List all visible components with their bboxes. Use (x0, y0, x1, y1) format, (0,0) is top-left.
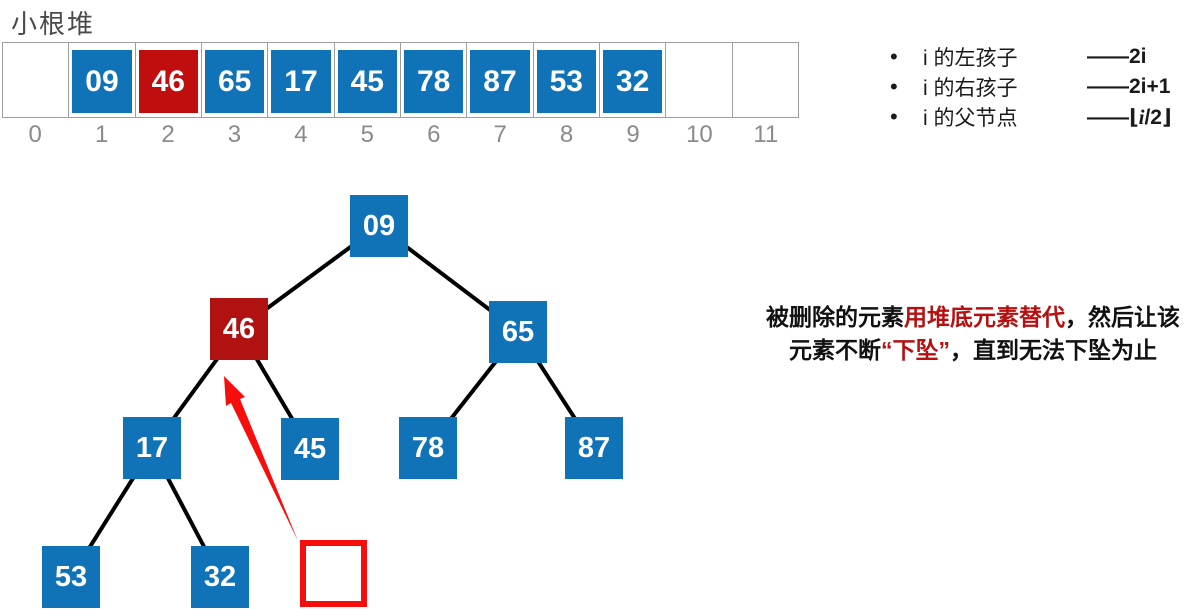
legend-formula: ——2i+1 (1087, 75, 1171, 98)
array-index-label: 6 (427, 121, 441, 148)
array-cell: 78 (401, 43, 468, 117)
note-segment: 被删除的元素 (766, 304, 904, 330)
array-cell-block: 87 (470, 50, 530, 113)
array-cell: 09 (69, 43, 136, 117)
note-segment-red: “下坠” (881, 337, 950, 363)
array-index-label: 9 (626, 121, 640, 148)
replace-arrow-icon (224, 376, 298, 541)
heap-array: 09 46 65 17 45 78 87 53 32 (2, 42, 799, 118)
array-cell-block-highlighted: 46 (138, 50, 198, 113)
array-cell-block: 09 (72, 50, 132, 113)
legend-label: i 的左孩子 (923, 47, 1018, 70)
array-cell-block: 65 (204, 50, 265, 113)
bullet-icon: • (890, 104, 898, 129)
deleted-node-placeholder (300, 540, 367, 607)
tree-node-87: 87 (565, 417, 623, 479)
array-cell: 65 (202, 43, 269, 117)
legend-label: i 的父节点 (923, 107, 1018, 130)
array-cell (666, 43, 733, 117)
array-index-label: 11 (753, 121, 779, 148)
bullet-icon: • (890, 44, 898, 69)
array-index-label: 8 (559, 121, 574, 148)
array-index-label: 7 (493, 121, 507, 148)
tree-node-17: 17 (123, 417, 181, 479)
bullet-icon: • (890, 74, 898, 99)
legend-item-right-child: • i 的右孩子 ——2i+1 (884, 72, 1172, 102)
array-index-row: 0 1 2 3 4 5 6 7 8 9 10 11 (2, 121, 799, 149)
index-formula-list: • i 的左孩子 ——2i • i 的右孩子 ——2i+1 • i 的父节点 —… (884, 42, 1172, 132)
array-cell: 46 (136, 43, 202, 117)
tree-node-78: 78 (399, 417, 457, 479)
formula-part-italic: i (1138, 104, 1145, 129)
legend-label: i 的右孩子 (923, 77, 1018, 100)
array-cell: 45 (335, 43, 401, 117)
note-segment: ，然后让该 (1065, 304, 1180, 330)
array-cell: 53 (534, 43, 600, 117)
page-title: 小根堆 (11, 9, 96, 39)
array-cell: 87 (467, 43, 534, 117)
formula-part: /2⌋ (1144, 105, 1172, 129)
note-segment: ，直到无法下坠为止 (950, 337, 1157, 363)
tree-node-46-highlighted: 46 (210, 298, 268, 360)
array-index-label: 10 (686, 121, 713, 148)
array-cell (3, 43, 70, 117)
array-index-label: 2 (161, 121, 175, 148)
tree-node-09: 09 (350, 195, 408, 257)
legend-formula: ——2i (1087, 45, 1147, 68)
tree-node-53: 53 (42, 546, 100, 608)
tree-node-45: 45 (281, 418, 339, 480)
tree-node-65: 65 (489, 301, 547, 363)
note-line: 元素不断“下坠”，直到无法下坠为止 (742, 334, 1200, 367)
array-cell-block: 53 (536, 50, 596, 113)
array-index-label: 5 (360, 121, 374, 148)
note-segment: 元素不断 (789, 337, 881, 363)
note-segment-red: 用堆底元素替代 (904, 304, 1065, 330)
array-cell-block: 17 (271, 50, 331, 113)
array-index-label: 3 (227, 121, 242, 148)
formula-part: ——⌊ (1087, 105, 1139, 129)
note-text: 被删除的元素用堆底元素替代，然后让该 元素不断“下坠”，直到无法下坠为止 (742, 301, 1200, 367)
array-cell-block: 78 (403, 50, 464, 113)
tree-node-32: 32 (191, 546, 249, 608)
array-cell: 32 (600, 43, 667, 117)
array-cell-block: 32 (602, 50, 663, 113)
array-index-label: 4 (294, 121, 308, 148)
array-cell-block: 45 (337, 50, 397, 113)
array-index-label: 1 (94, 121, 109, 148)
note-line: 被删除的元素用堆底元素替代，然后让该 (742, 301, 1200, 334)
array-index-label: 0 (28, 121, 42, 148)
legend-item-parent: • i 的父节点 ——⌊i/2⌋ (884, 102, 1172, 132)
array-cell: 17 (268, 43, 335, 117)
legend-formula: ——⌊i/2⌋ (1087, 105, 1172, 130)
legend-item-left-child: • i 的左孩子 ——2i (884, 42, 1172, 72)
